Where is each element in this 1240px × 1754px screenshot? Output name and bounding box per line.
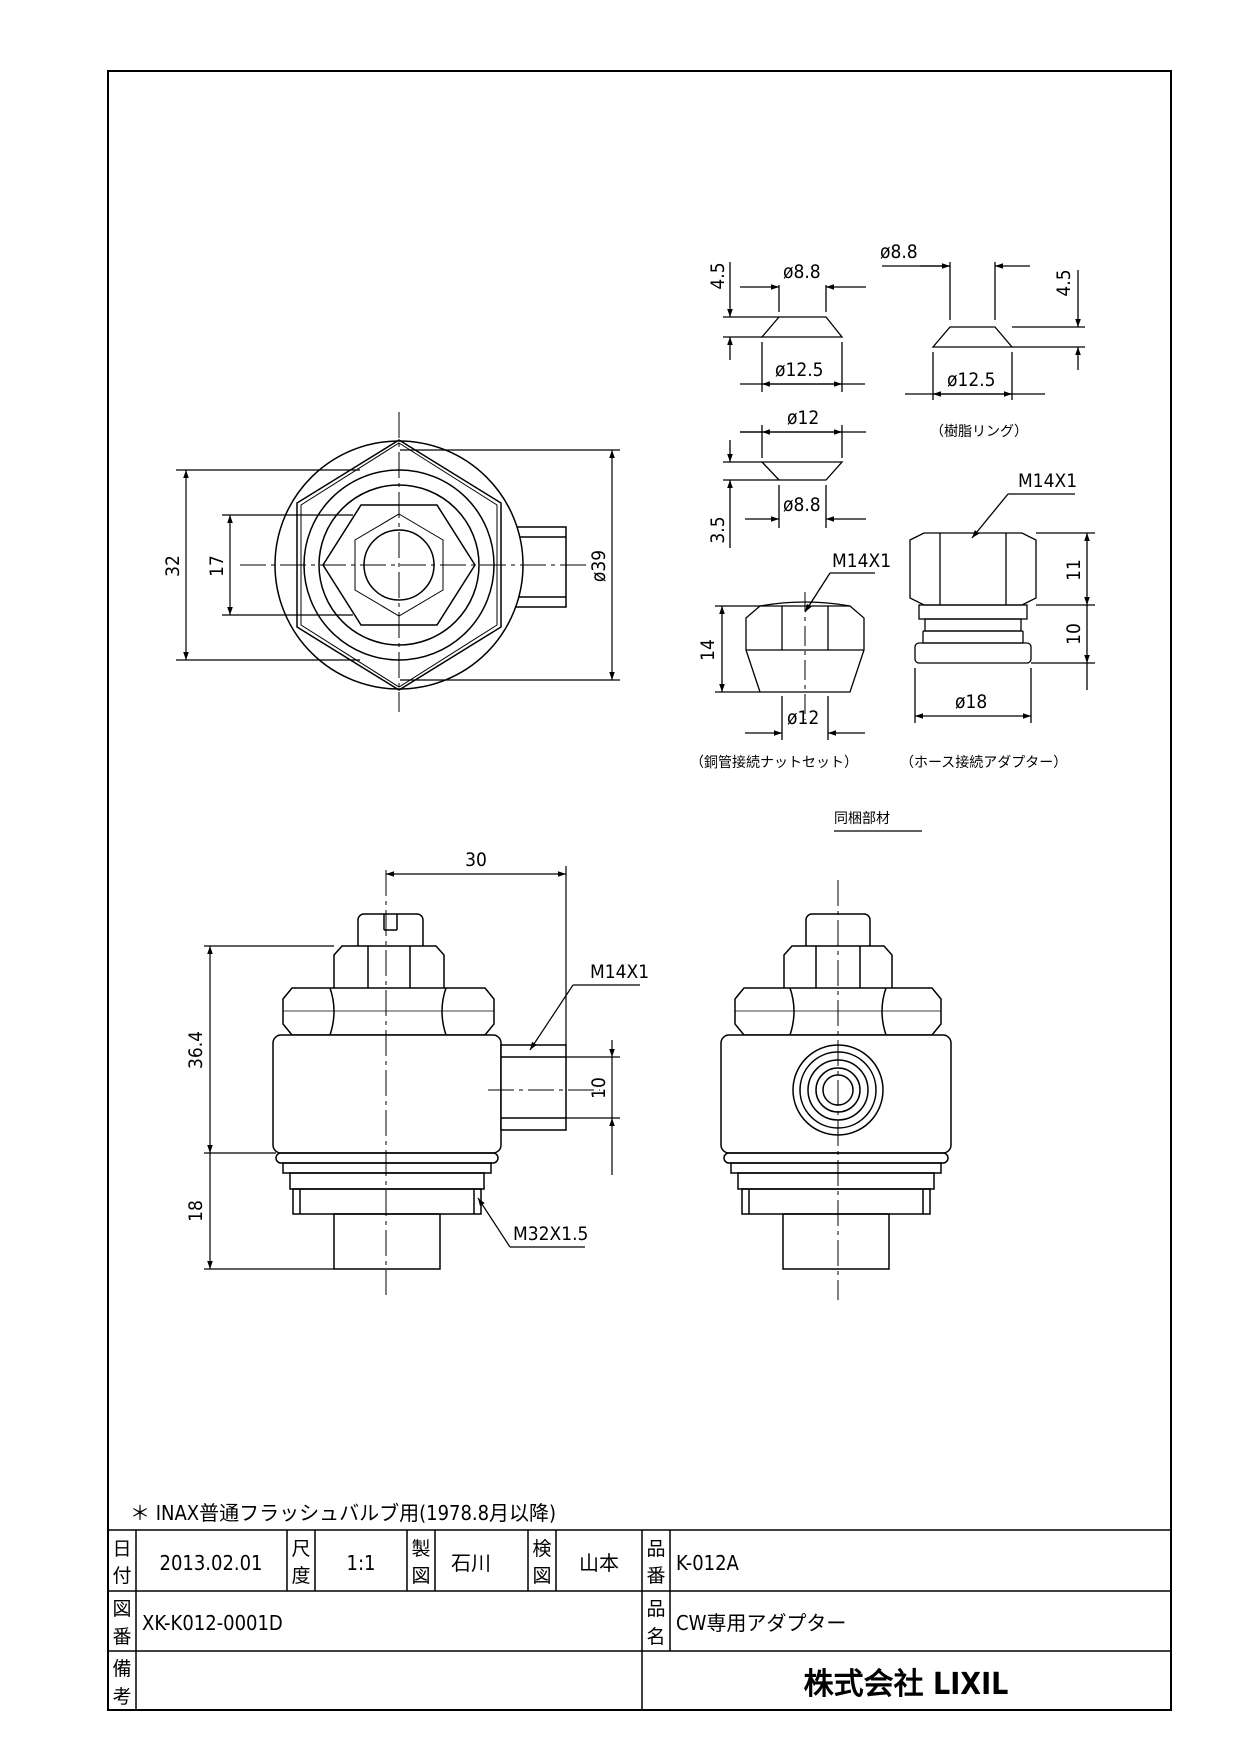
nut-dia: ø12 [787,707,819,729]
hose-lower: 10 [1063,623,1085,645]
hose-thread: M14X1 [1018,470,1077,492]
ring-c-height: 3.5 [707,516,729,543]
caption-resin-ring: （樹脂リング） [930,424,1028,440]
front-side: 10 [588,1077,610,1099]
label-scale-1: 尺 [291,1538,310,1560]
value-checker: 山本 [579,1551,619,1575]
label-drawing-no-2: 番 [112,1626,131,1648]
caption-bundled: 同梱部材 [834,811,890,827]
hose-upper: 11 [1063,559,1085,581]
label-drawing-no-1: 図 [112,1598,131,1620]
front-width: 30 [465,849,487,871]
value-name: CW専用アダプター [676,1611,846,1635]
caption-copper-nut: （銅管接続ナットセット） [690,754,858,771]
company-logo: 株式会社 LIXIL [804,1667,1009,1702]
hose-adapter [909,493,1095,723]
label-part-no-1: 品 [646,1538,665,1560]
value-drawing-no: XK-K012-0001D [142,1611,283,1635]
front-height: 36.4 [185,1031,207,1069]
hose-dia: ø18 [955,691,987,713]
label-part-no-2: 番 [646,1565,665,1587]
label-drafter-1: 製 [411,1538,430,1560]
label-drafter-2: 図 [411,1565,430,1587]
ring-b-bottom: ø12.5 [947,369,996,391]
copper-nut [715,572,875,740]
value-scale: 1:1 [347,1551,376,1575]
label-name-2: 名 [646,1626,665,1648]
note: ＊ INAX普通フラッシュバルブ用(1978.8月以降) [130,1501,556,1525]
nut-thread: M14X1 [832,550,891,572]
label-date-1: 日 [112,1538,131,1560]
front-lower: 18 [185,1200,207,1222]
dim-32: 32 [162,555,184,577]
label-checker-1: 検 [532,1538,551,1560]
caption-hose-adapter: （ホース接続アダプター） [900,754,1067,771]
ring-a [723,262,866,392]
side-view [720,880,952,1300]
label-date-2: 付 [112,1565,131,1587]
label-name-1: 品 [646,1598,665,1620]
label-scale-2: 度 [291,1565,310,1587]
value-drafter: 石川 [451,1551,491,1575]
value-date: 2013.02.01 [160,1551,263,1575]
nut-height: 14 [697,639,719,661]
ring-a-height: 4.5 [707,262,729,289]
drawing-border [107,70,1172,1711]
label-remarks-2: 考 [112,1686,131,1708]
ring-b-height: 4.5 [1053,269,1075,296]
ring-c-bottom: ø8.8 [783,494,821,516]
front-side-thread: M14X1 [590,961,649,983]
front-base-thread: M32X1.5 [513,1223,588,1245]
label-remarks-1: 備 [112,1658,131,1680]
title-block [108,1529,1171,1710]
ring-a-top: ø8.8 [783,261,821,283]
ring-b-top: ø8.8 [880,241,918,263]
ring-c-top: ø12 [787,407,819,429]
label-checker-2: 図 [532,1565,551,1587]
ring-c [723,425,866,548]
ring-b [882,262,1085,400]
ring-a-bottom: ø12.5 [775,359,824,381]
top-view [176,412,620,712]
value-part-no: K-012A [676,1551,740,1575]
front-view [204,866,640,1295]
dim-39: ø39 [588,550,610,582]
dim-17: 17 [206,555,228,577]
